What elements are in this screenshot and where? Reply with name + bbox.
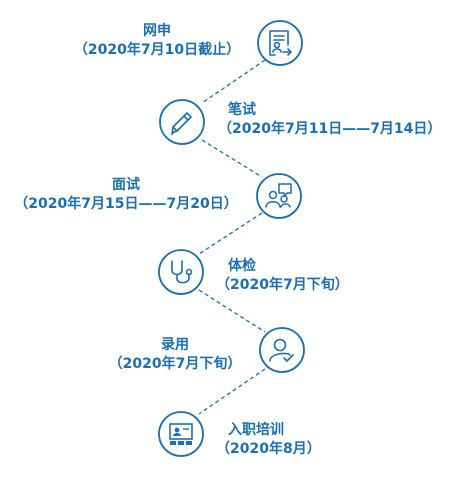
step-2-title: 笔试 [228, 102, 256, 118]
step-5-title: 录用 [161, 337, 189, 353]
connector-1-2 [201, 59, 266, 104]
pen-icon [171, 112, 192, 135]
step-6-title: 入职培训 [228, 422, 284, 438]
step-4-date: （2020年7月下旬） [216, 277, 349, 293]
step-3-title: 面试 [112, 177, 140, 193]
connector-3-4 [198, 212, 263, 255]
step-6-node [158, 411, 204, 457]
step-3-label: 面试 （2020年7月15日——7月20日） [4, 176, 248, 214]
step-4-label: 体检 （2020年7月下旬） [216, 257, 349, 295]
step-2-node [159, 99, 205, 145]
step-1-date: （2020年7月10日截止） [73, 42, 241, 58]
step-2-label: 笔试 （2020年7月11日——7月14日） [218, 101, 441, 139]
people-chat-icon [265, 183, 292, 208]
stethoscope-icon [171, 260, 193, 284]
connector-5-6 [198, 368, 266, 415]
step-1-label: 网申 （2020年7月10日截止） [64, 22, 250, 60]
connector-2-3 [201, 139, 263, 178]
person-check-icon [269, 338, 294, 362]
step-2-date: （2020年7月11日——7月14日） [218, 121, 442, 137]
step-5-date: （2020年7月下旬） [108, 356, 242, 372]
step-6-date: （2020年8月） [216, 441, 321, 457]
presentation-board-icon [169, 423, 193, 445]
step-5-node [259, 327, 305, 373]
document-person-icon [269, 30, 292, 56]
step-5-label: 录用 （2020年7月下旬） [100, 336, 250, 374]
step-3-date: （2020年7月15日——7月20日） [14, 196, 238, 212]
step-1-title: 网申 [143, 23, 171, 39]
step-6-label: 入职培训 （2020年8月） [216, 421, 321, 459]
step-1-node [257, 20, 303, 66]
connector-4-5 [198, 289, 266, 333]
step-3-node [256, 173, 302, 219]
step-4-title: 体检 [228, 258, 256, 274]
step-4-node [158, 249, 204, 295]
